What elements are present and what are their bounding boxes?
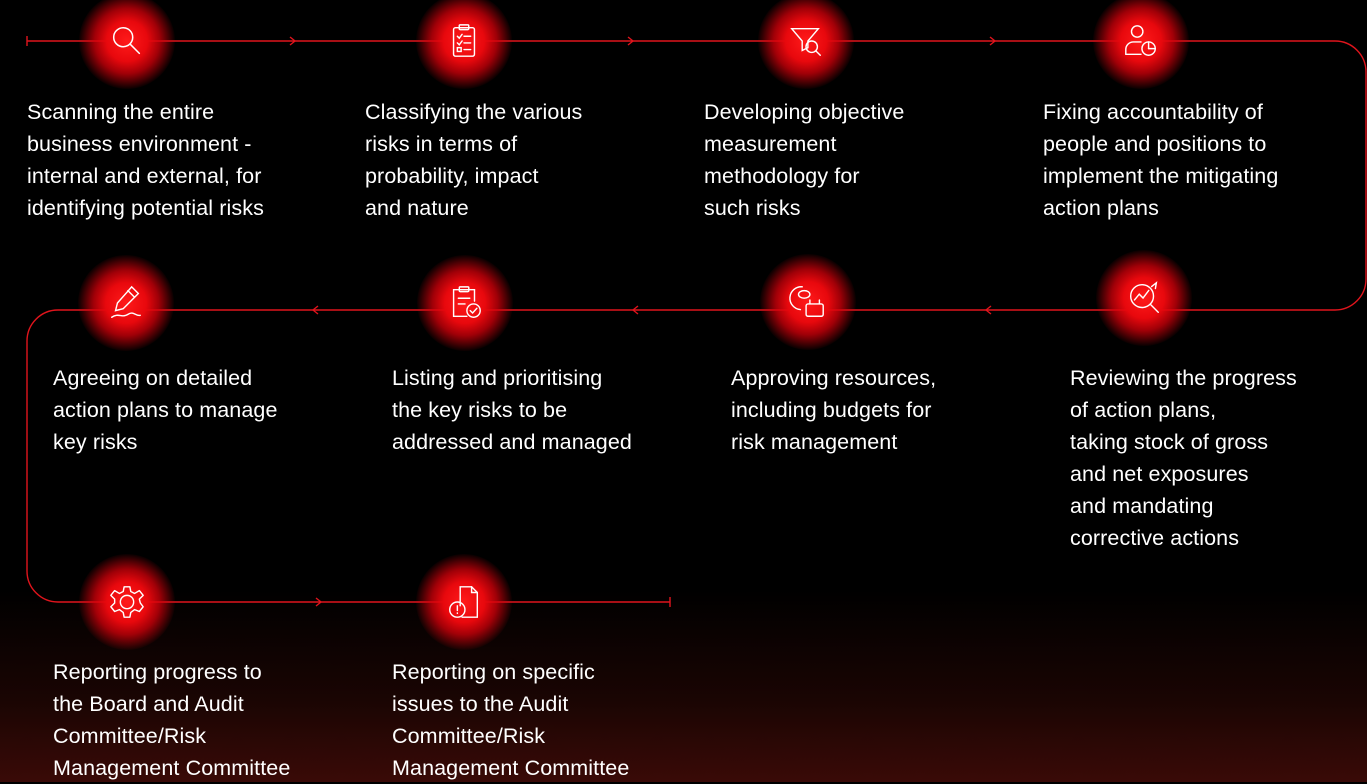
step-list-node bbox=[417, 255, 513, 351]
step-report-board-text: Reporting progress to the Board and Audi… bbox=[53, 660, 291, 780]
funnel-search-icon bbox=[790, 27, 821, 56]
step-approve-text: Approving resources, including budgets f… bbox=[731, 366, 937, 454]
step-develop-node bbox=[758, 0, 854, 89]
step-scan-text: Scanning the entire business environment… bbox=[27, 100, 264, 220]
step-agree-text: Agreeing on detailed action plans to man… bbox=[53, 366, 278, 454]
step-classify-text: Classifying the various risks in terms o… bbox=[365, 100, 583, 220]
step-fix-text: Fixing accountability of people and posi… bbox=[1043, 100, 1279, 220]
person-chart-icon bbox=[1125, 25, 1156, 56]
clipboard-check-icon bbox=[452, 286, 481, 318]
gear-icon bbox=[110, 586, 144, 618]
step-report-board-node bbox=[79, 554, 175, 650]
magnifier-icon bbox=[112, 26, 141, 55]
step-report-issues-text: Reporting on specific issues to the Audi… bbox=[392, 660, 630, 780]
step-fix-node bbox=[1093, 0, 1189, 89]
pen-sign-icon bbox=[111, 285, 141, 318]
step-agree-node bbox=[78, 255, 174, 351]
step-review-text: Reviewing the progress of action plans, … bbox=[1070, 366, 1297, 550]
step-approve-node bbox=[760, 254, 856, 350]
step-report-issues-node bbox=[416, 554, 512, 650]
step-review-node bbox=[1096, 250, 1192, 346]
clipboard-checklist-icon bbox=[452, 24, 476, 57]
wallet-coins-icon bbox=[789, 286, 824, 317]
step-classify-node bbox=[416, 0, 512, 89]
step-list-text: Listing and prioritising the key risks t… bbox=[392, 366, 632, 454]
step-develop-text: Developing objective measurement methodo… bbox=[704, 100, 905, 220]
trend-analysis-icon bbox=[1129, 281, 1159, 313]
document-alert-icon bbox=[449, 586, 479, 618]
step-scan-node bbox=[79, 0, 175, 89]
